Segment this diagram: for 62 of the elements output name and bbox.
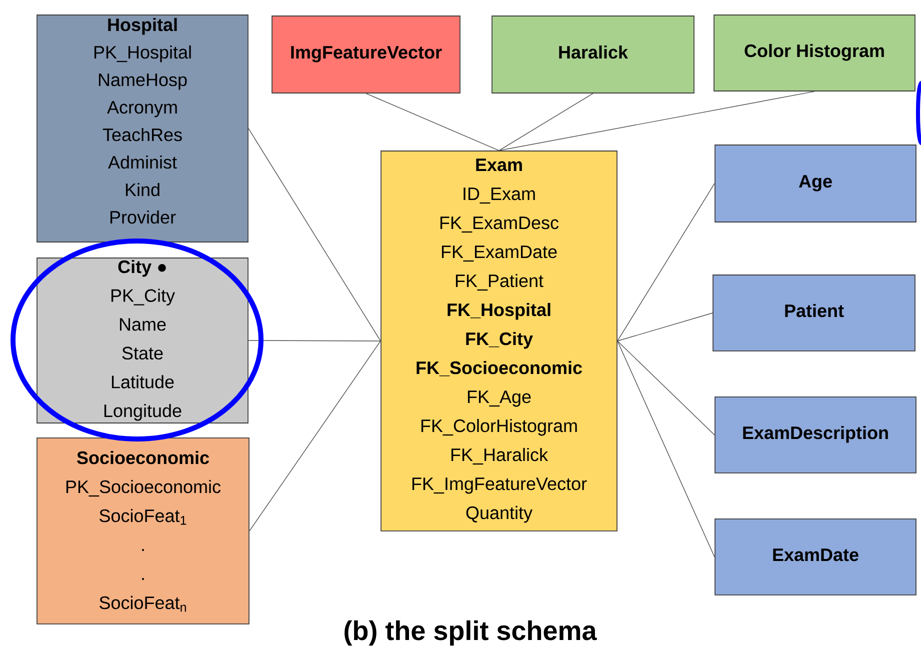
connector-line (366, 93, 500, 151)
field-name: Administ (108, 155, 177, 169)
table-heading: Hospital (108, 18, 177, 35)
entity-box (712, 274, 916, 352)
field-name: TeachRes (102, 128, 182, 142)
field-name: . (142, 549, 144, 551)
field-name: FK_ImgFeatureVector (412, 478, 587, 494)
entity-box (714, 14, 916, 92)
entity-name: ExamDate (773, 548, 858, 562)
connector-line (248, 128, 381, 342)
entity-name: Haralick (559, 45, 628, 59)
field-name: Latitude (112, 375, 174, 388)
field-name: PK_City (111, 288, 175, 306)
field-name: Quantity (466, 506, 532, 523)
connector-line (249, 340, 381, 532)
field-name: FK_Hospital (448, 302, 550, 320)
entity-name: Patient (785, 304, 844, 318)
field-name: ID_Exam (464, 188, 535, 204)
field-name: PK_Hospital (94, 45, 191, 62)
caption: (b) the split schema (344, 620, 597, 646)
entity-box (492, 16, 694, 94)
entity-name: Age (798, 175, 832, 192)
entity-box (380, 150, 618, 532)
field-name: . (142, 578, 144, 580)
field-name: Acronym (107, 101, 177, 118)
field-name: FK_Age (468, 390, 531, 407)
connector-line (617, 340, 715, 436)
connector-line (617, 183, 715, 342)
connector-line (248, 340, 381, 342)
table-heading: City ● (118, 260, 166, 277)
entity-box (272, 16, 460, 94)
entity-box (714, 144, 916, 222)
field-name: NameHosp (98, 74, 187, 90)
field-name: State (122, 346, 163, 360)
field-name: Provider (110, 210, 176, 224)
entity-box (36, 258, 248, 424)
entity-name: Color Histogram (744, 44, 884, 61)
field-name: Kind (126, 182, 160, 196)
field-name: Longitude (104, 404, 182, 421)
table-heading: Socioeconomic (77, 450, 209, 464)
field-name: SocioFeat$_{n}$ (100, 596, 186, 612)
field-name: FK_ExamDate (442, 246, 557, 262)
connector-line (617, 340, 715, 558)
entity-box (36, 14, 248, 242)
field-name: SocioFeat$_{1}$ (100, 508, 186, 525)
connector-line (617, 312, 713, 342)
field-name: FK_Socioeconomic (416, 360, 582, 376)
table-heading: Exam (476, 158, 522, 172)
field-name: FK_Patient (456, 274, 544, 291)
entity-box (36, 438, 250, 624)
connector-line (498, 91, 815, 151)
entity-box (714, 518, 916, 596)
field-name: PK_Socioeconomic (66, 480, 221, 497)
connector-line (498, 93, 594, 151)
field-name: FK_ExamDesc (440, 216, 559, 233)
field-name: FK_City (466, 332, 533, 349)
field-name: FK_Haralick (451, 448, 548, 465)
field-name: Name (120, 318, 166, 331)
entity-name: ImgFeatureVector (291, 46, 442, 62)
entity-box (714, 396, 916, 474)
field-name: FK_ColorHistogram (421, 418, 577, 436)
entity-name: ExamDescription (743, 426, 888, 443)
